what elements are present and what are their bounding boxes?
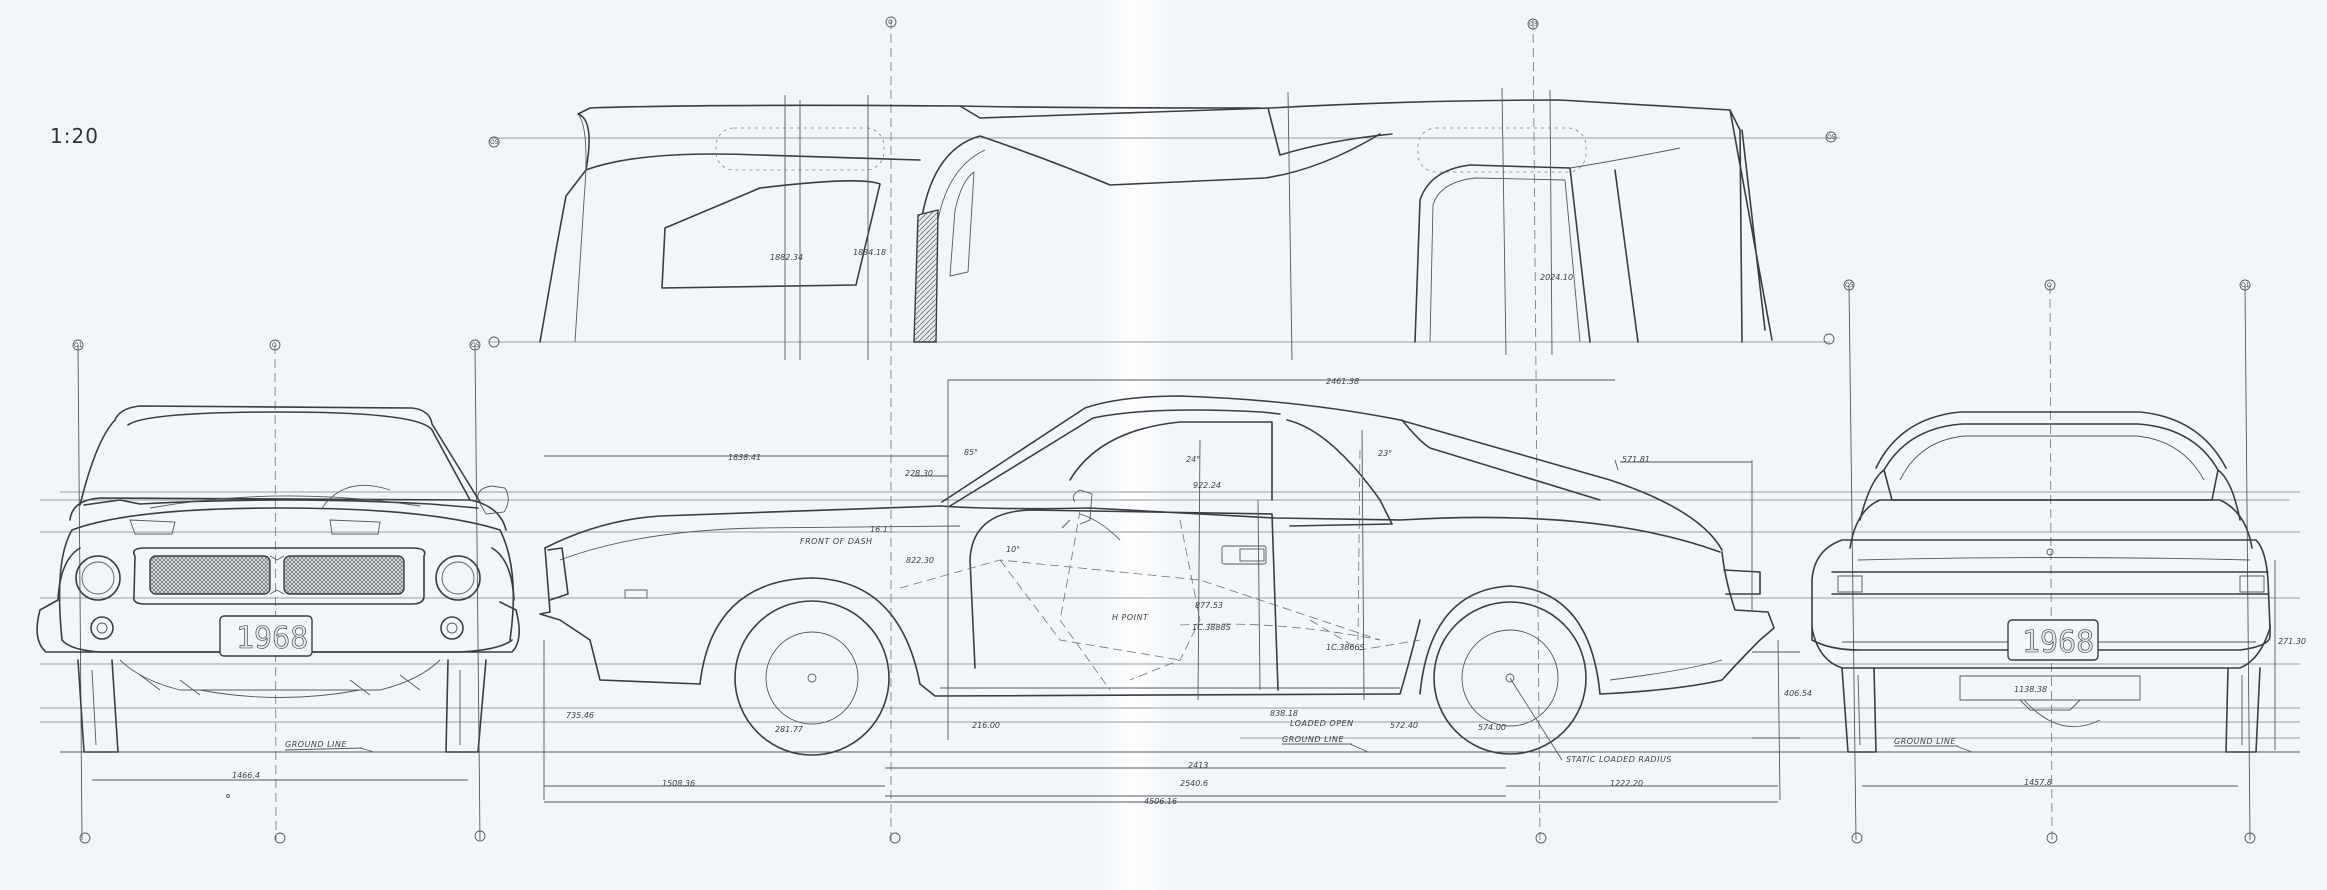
angle-1: 85° — [964, 448, 978, 457]
marker-front-left: O1 — [72, 339, 91, 844]
centre-markers: O1 O O5 O O3 O5 O O1 O5 O5 — [72, 16, 2256, 844]
angle-3: 23° — [1378, 449, 1392, 458]
dim-rear-h: 1138.38 — [2014, 685, 2047, 694]
marker-side-left: O — [885, 16, 901, 844]
marker-rear-centre: O — [2044, 279, 2058, 844]
side-view: 2461.38 1838.41 228.30 822.30 922.24 571… — [539, 377, 1812, 806]
rear-plate — [2007, 619, 2099, 661]
dim-side-b3: 1222.20 — [1610, 779, 1643, 788]
note-loaded-open: LOADED OPEN — [1290, 719, 1354, 728]
marker-rear-left: O5 — [1843, 279, 1863, 844]
svg-text:O1: O1 — [74, 342, 83, 349]
dim-top-2: 1834.18 — [853, 248, 886, 257]
dim-side-wb: 2461.38 — [1326, 377, 1359, 386]
scale-label: 1:20 — [50, 124, 99, 148]
front-plate — [219, 615, 313, 657]
dim-top-1: 1882.34 — [770, 253, 803, 262]
dim-side-total: 4506.16 — [1144, 797, 1177, 806]
dim-side-m1: 877.53 — [1195, 601, 1223, 610]
dim-side-l1: 228.30 — [905, 469, 933, 478]
svg-text:O: O — [2047, 282, 2052, 289]
dim-side-l3: 922.24 — [1193, 481, 1221, 490]
dim-side-h2: 216.00 — [972, 721, 1000, 730]
front-ground-line: GROUND LINE — [285, 740, 347, 749]
top-view: 1882.34 1834.18 2024.10 — [539, 87, 1773, 361]
marker-side-centre: O3 — [1527, 18, 1547, 844]
dim-side-m3: 1C.3866S — [1326, 643, 1365, 652]
rear-ground-line: GROUND LINE — [1894, 737, 1956, 746]
svg-text:O: O — [888, 19, 893, 26]
note-static-loaded-radius: STATIC LOADED RADIUS — [1566, 755, 1672, 764]
marker-top-right: O5 — [1823, 131, 1837, 345]
svg-text:O: O — [272, 342, 277, 349]
front-view: 1968 1466.4 GROUND LINE — [36, 405, 520, 798]
svg-text:O5: O5 — [1827, 134, 1836, 141]
dim-rear-side: 271.30 — [2278, 637, 2306, 646]
marker-rear-right: O1 — [2239, 279, 2256, 844]
marker-front-right: O5 — [469, 339, 486, 842]
dim-side-wb2: 2413 — [1188, 761, 1208, 770]
dim-side-open: 838.18 — [1270, 709, 1298, 718]
page-fold — [1100, 0, 1170, 890]
dim-side-r1: 571.81 — [1622, 455, 1650, 464]
marker-front-centre: O — [269, 339, 286, 844]
dim-side-h3: 572.40 — [1390, 721, 1418, 730]
angle-4: 10° — [1006, 545, 1020, 554]
dim-side-l2: 822.30 — [906, 556, 934, 565]
svg-text:O5: O5 — [471, 342, 480, 349]
dim-side-m2: 1C.3888S — [1192, 623, 1231, 632]
dim-side-h5: 406.54 — [1784, 689, 1812, 698]
svg-text:O1: O1 — [2241, 282, 2250, 289]
dim-side-fo: 1838.41 — [728, 453, 761, 462]
svg-text:O5: O5 — [490, 139, 499, 146]
note-front-of-dash: FRONT OF DASH — [800, 537, 873, 546]
rear-view: 1968 1457.8 1138.38 271.30 GROUND LINE — [1811, 411, 2306, 787]
dim-front-h: 735.46 — [566, 711, 594, 720]
dim-side-b2: 2540.6 — [1180, 779, 1208, 788]
dim-front-track: 1466.4 — [232, 771, 260, 780]
side-ground-line: GROUND LINE — [1282, 735, 1344, 744]
front-plate-text: 1968 — [236, 621, 308, 656]
marker-top-left: O5 — [488, 136, 500, 348]
dim-rear-track: 1457.8 — [2024, 778, 2052, 787]
angle-5: 16.1 — [870, 525, 888, 534]
rear-plate-text: 1968 — [2022, 625, 2094, 660]
dim-top-3: 2024.10 — [1540, 273, 1573, 282]
dim-side-b1: 1508.36 — [662, 779, 695, 788]
construction-lines — [40, 19, 2300, 841]
svg-text:O5: O5 — [1845, 282, 1854, 289]
dim-side-h4: 574.00 — [1478, 723, 1506, 732]
note-h-point: H POINT — [1112, 613, 1149, 622]
angle-2: 24° — [1186, 455, 1200, 464]
svg-text:O3: O3 — [1529, 21, 1538, 28]
dim-side-h1: 281.77 — [775, 725, 804, 734]
